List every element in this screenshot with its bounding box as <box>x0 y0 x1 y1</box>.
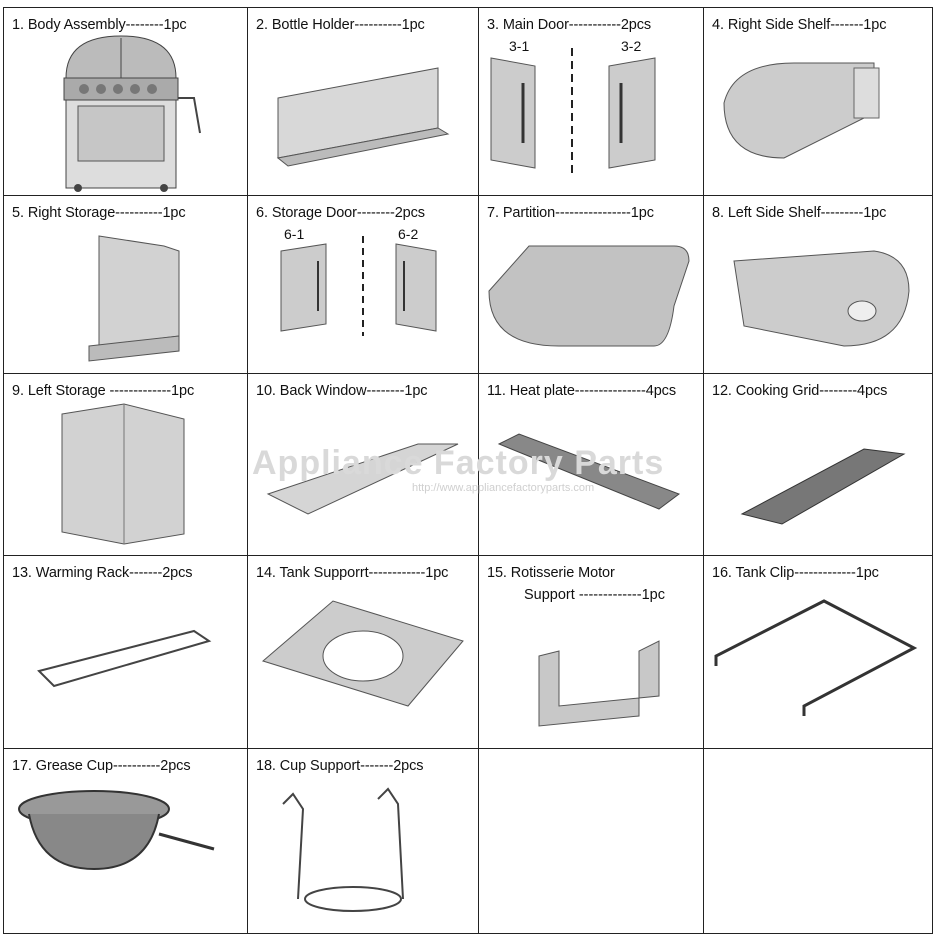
partition-illustration <box>488 245 690 347</box>
part-cell-1: 1. Body Assembly--------1pc <box>3 7 248 196</box>
part-cell-15: 15. Rotisserie Motor Support -----------… <box>478 555 704 749</box>
part-label: 17. Grease Cup----------2pcs <box>12 758 191 774</box>
empty-cell <box>478 748 704 934</box>
grease-cup-illustration <box>18 790 215 871</box>
part-cell-7: 7. Partition----------------1pc <box>478 195 704 374</box>
part-label: 1. Body Assembly--------1pc <box>12 17 187 33</box>
part-sub-label: 3-2 <box>621 38 642 54</box>
part-label: 10. Back Window--------1pc <box>256 383 428 399</box>
part-sub-label: 3-1 <box>509 38 530 54</box>
part-label: 6. Storage Door--------2pcs <box>256 205 425 221</box>
part-sub-label: 6-2 <box>398 226 419 242</box>
storage-door-illustration <box>280 236 437 336</box>
part-label: 9. Left Storage -------------1pc <box>12 383 195 399</box>
part-sub-label: 6-1 <box>284 226 305 242</box>
part-label-line2: Support -------------1pc <box>524 587 665 603</box>
part-cell-14: 14. Tank Supporrt------------1pc <box>247 555 479 749</box>
part-cell-13: 13. Warming Rack-------2pcs <box>3 555 248 749</box>
part-cell-8: 8. Left Side Shelf---------1pc <box>703 195 933 374</box>
part-cell-16: 16. Tank Clip-------------1pc <box>703 555 933 749</box>
empty-cell <box>703 748 933 934</box>
main-door-illustration <box>490 48 656 173</box>
tank-clip-illustration <box>714 599 918 716</box>
part-label: 18. Cup Support-------2pcs <box>256 758 424 774</box>
warming-rack-illustration <box>37 629 212 688</box>
watermark-url: http://www.appliancefactoryparts.com <box>412 482 595 494</box>
part-cell-10: 10. Back Window--------1pc <box>247 373 479 556</box>
part-cell-17: 17. Grease Cup----------2pcs <box>3 748 248 934</box>
part-cell-2: 2. Bottle Holder----------1pc <box>247 7 479 196</box>
part-label: 13. Warming Rack-------2pcs <box>12 565 193 581</box>
cup-support-illustration <box>282 787 404 912</box>
right-storage-illustration <box>88 235 180 362</box>
part-cell-11: 11. Heat plate---------------4pcs <box>478 373 704 556</box>
bottle-holder-illustration <box>276 67 450 167</box>
parts-table: 1. Body Assembly--------1pc 2. Bottle Ho… <box>3 7 933 934</box>
part-cell-9: 9. Left Storage -------------1pc <box>3 373 248 556</box>
part-label: 7. Partition----------------1pc <box>487 205 654 221</box>
part-cell-18: 18. Cup Support-------2pcs <box>247 748 479 934</box>
part-cell-3: 3. Main Door-----------2pcs 3-1 3-2 <box>478 7 704 196</box>
body-assembly-illustration <box>63 35 201 192</box>
part-label: 2. Bottle Holder----------1pc <box>256 17 425 33</box>
part-label: 4. Right Side Shelf-------1pc <box>712 17 887 33</box>
part-cell-5: 5. Right Storage----------1pc <box>3 195 248 374</box>
part-label: 16. Tank Clip-------------1pc <box>712 565 879 581</box>
heat-plate-illustration <box>497 433 681 510</box>
part-label: 5. Right Storage----------1pc <box>12 205 186 221</box>
left-side-shelf-illustration <box>733 250 910 347</box>
part-label: 11. Heat plate---------------4pcs <box>487 383 676 399</box>
part-label: 8. Left Side Shelf---------1pc <box>712 205 887 221</box>
part-cell-4: 4. Right Side Shelf-------1pc <box>703 7 933 196</box>
tank-support-illustration <box>261 600 464 707</box>
part-cell-12: 12. Cooking Grid--------4pcs <box>703 373 933 556</box>
left-storage-illustration <box>61 403 185 545</box>
right-side-shelf-illustration <box>723 62 880 159</box>
cooking-grid-illustration <box>740 448 906 525</box>
part-label: 12. Cooking Grid--------4pcs <box>712 383 888 399</box>
part-label: 3. Main Door-----------2pcs <box>487 17 652 33</box>
part-cell-6: 6. Storage Door--------2pcs 6-1 6-2 <box>247 195 479 374</box>
back-window-illustration <box>266 443 459 515</box>
part-label: 14. Tank Supporrt------------1pc <box>256 565 449 581</box>
watermark-title: Appliance Factory Parts <box>252 444 665 482</box>
rotisserie-motor-support-illustration <box>538 640 660 727</box>
part-label: 15. Rotisserie Motor <box>487 565 615 581</box>
